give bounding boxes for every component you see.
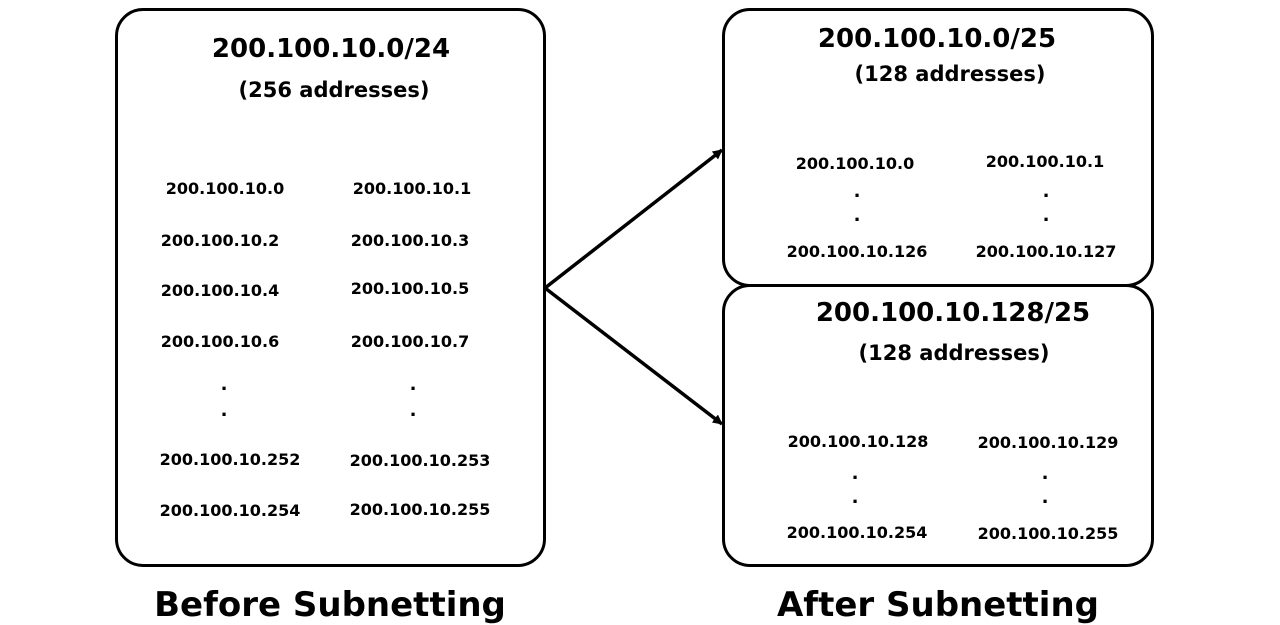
subnet-2-title: 200.100.10.128/25 xyxy=(815,298,1091,328)
ellipsis-dot: . xyxy=(1041,487,1049,508)
address-item: 200.100.10.1 xyxy=(985,152,1105,171)
address-item: 200.100.10.126 xyxy=(786,242,928,261)
address-item: 200.100.10.6 xyxy=(160,332,280,351)
ellipsis-dot: . xyxy=(409,400,417,421)
ellipsis-dot: . xyxy=(220,400,228,421)
address-item: 200.100.10.254 xyxy=(786,523,928,542)
ellipsis-dot: . xyxy=(851,463,859,484)
subnet-arrows xyxy=(543,148,724,426)
ellipsis-dot: . xyxy=(1041,463,1049,484)
address-item: 200.100.10.253 xyxy=(349,451,491,470)
address-item: 200.100.10.2 xyxy=(160,231,280,250)
before-network-box xyxy=(115,8,546,567)
before-caption: Before Subnetting xyxy=(154,585,506,625)
address-item: 200.100.10.255 xyxy=(977,524,1119,543)
address-item: 200.100.10.4 xyxy=(160,281,280,300)
address-item: 200.100.10.7 xyxy=(350,332,470,351)
address-item: 200.100.10.252 xyxy=(159,450,301,469)
ellipsis-dot: . xyxy=(1042,181,1050,202)
address-item: 200.100.10.3 xyxy=(350,231,470,250)
before-network-subtitle: (256 addresses) xyxy=(238,78,430,102)
arrow-to-subnet-1 xyxy=(543,148,724,290)
address-item: 200.100.10.129 xyxy=(977,433,1119,452)
address-item: 200.100.10.127 xyxy=(975,242,1117,261)
before-network-title: 200.100.10.0/24 xyxy=(211,34,451,64)
ellipsis-dot: . xyxy=(853,181,861,202)
after-caption: After Subnetting xyxy=(776,585,1100,625)
address-item: 200.100.10.0 xyxy=(165,179,285,198)
ellipsis-dot: . xyxy=(220,374,228,395)
arrow-to-subnet-2 xyxy=(543,286,724,426)
address-item: 200.100.10.1 xyxy=(352,179,472,198)
ellipsis-dot: . xyxy=(851,487,859,508)
ellipsis-dot: . xyxy=(853,205,861,226)
subnet-1-subtitle: (128 addresses) xyxy=(854,62,1046,86)
ellipsis-dot: . xyxy=(409,374,417,395)
address-item: 200.100.10.128 xyxy=(787,432,929,451)
ellipsis-dot: . xyxy=(1042,205,1050,226)
subnet-1-title: 200.100.10.0/25 xyxy=(817,24,1057,54)
subnet-2-box xyxy=(722,284,1154,567)
address-item: 200.100.10.255 xyxy=(349,500,491,519)
address-item: 200.100.10.5 xyxy=(350,279,470,298)
subnet-2-subtitle: (128 addresses) xyxy=(858,341,1050,365)
address-item: 200.100.10.254 xyxy=(159,501,301,520)
address-item: 200.100.10.0 xyxy=(795,154,915,173)
